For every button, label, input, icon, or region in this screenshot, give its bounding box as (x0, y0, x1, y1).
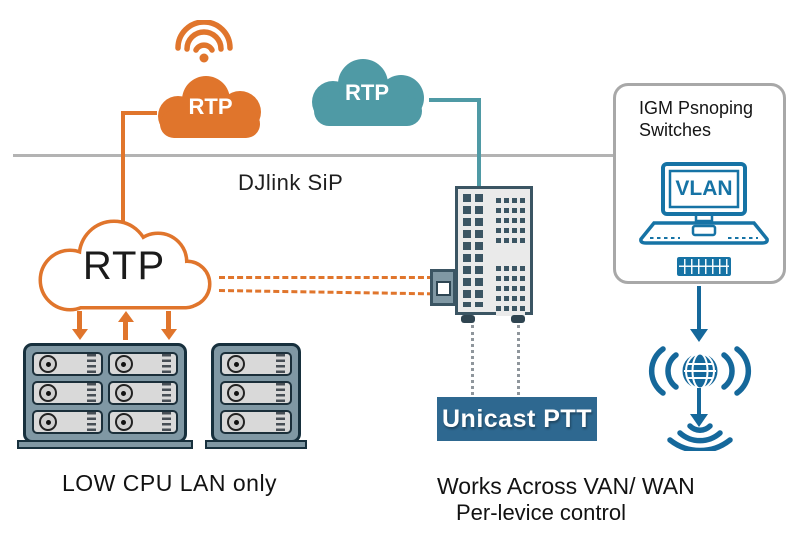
orange-link-line (121, 111, 157, 115)
drive-bay (107, 352, 178, 376)
bay-vents (86, 383, 96, 403)
wan-caption-line2: Per-levice control (456, 500, 626, 525)
rtp-cloud-teal: RTP (301, 56, 433, 130)
unicast-badge: Unicast PTT (437, 397, 597, 441)
drive-knob-icon (227, 384, 245, 402)
cloud-label: RTP (188, 94, 233, 119)
rtp-dashed-link (218, 289, 433, 296)
bay-vents (162, 383, 171, 403)
device-vent-grid (496, 266, 525, 316)
laptop-icon: VLAN (636, 159, 772, 245)
bay-vents (162, 412, 171, 432)
panel-down-arrow (690, 286, 708, 342)
drive-knob-icon (39, 413, 57, 431)
lan-caption: LOW CPU LAN only (62, 470, 278, 496)
device-foot (461, 315, 475, 323)
drive-knob-icon (114, 384, 133, 402)
teal-link-line (477, 98, 481, 188)
cloud-shape-outline (38, 219, 212, 312)
vlan-screen-label: VLAN (675, 177, 733, 200)
drive-knob-icon (114, 413, 133, 431)
arrow-down-icon (71, 311, 88, 340)
wan-caption-line1: Works Across VAN/ WAN (437, 473, 695, 499)
dotted-drop-line (471, 325, 474, 395)
panel-title: IGM Psnoping Switches (639, 97, 753, 141)
rtp-dashed-link (219, 276, 433, 279)
device-vent-grid (463, 194, 487, 307)
drive-knob-icon (39, 355, 57, 373)
bay-vents (86, 412, 96, 432)
cloud-label: RTP (82, 244, 166, 288)
rtp-cloud-orange: RTP (148, 72, 273, 142)
drive-bay (220, 352, 292, 376)
drive-bay (32, 410, 103, 434)
device-port-module (430, 269, 456, 306)
drive-bay (32, 381, 103, 405)
broadcast-arcs-icon (667, 423, 733, 451)
orange-link-line (121, 111, 125, 224)
teal-link-line (429, 98, 480, 102)
server-rack-right (205, 343, 307, 449)
drive-bay (32, 352, 103, 376)
drive-bay (220, 410, 292, 434)
bus-label: DJlink SiP (238, 170, 344, 195)
drive-bay (107, 381, 178, 405)
codec-switch-device (455, 186, 533, 316)
device-foot (511, 315, 525, 323)
device-vent-grid (496, 198, 525, 248)
bay-vents (276, 354, 285, 374)
drive-knob-icon (114, 355, 133, 373)
cloud-shape-teal (312, 59, 424, 126)
dotted-drop-line (517, 325, 520, 395)
cloud-shape-orange (158, 76, 261, 138)
keyboard-icon (677, 257, 731, 276)
bay-vents (276, 383, 285, 403)
wifi-icon (175, 20, 233, 63)
drive-bay (220, 381, 292, 405)
igmp-panel: IGM Psnoping Switches VLAN (613, 83, 786, 284)
panel-title-line2: Switches (639, 120, 712, 140)
panel-title-line1: IGM Psnoping (639, 98, 754, 118)
server-rack-left (17, 343, 193, 449)
broadcast-down-arrow (690, 388, 708, 427)
drive-bay (107, 410, 178, 434)
drive-knob-icon (39, 384, 57, 402)
bay-vents (86, 354, 96, 374)
laptop-drawing (639, 162, 769, 245)
drive-knob-icon (227, 355, 245, 373)
network-bus-line (13, 154, 613, 157)
globe-signal-icon (648, 346, 752, 396)
arrow-up-icon (117, 311, 134, 340)
arrow-down-icon (160, 311, 177, 340)
rtp-cloud-lan: RTP (30, 216, 218, 316)
bay-vents (276, 412, 285, 432)
bay-vents (162, 354, 171, 374)
drive-knob-icon (227, 413, 245, 431)
cloud-label: RTP (345, 80, 389, 105)
